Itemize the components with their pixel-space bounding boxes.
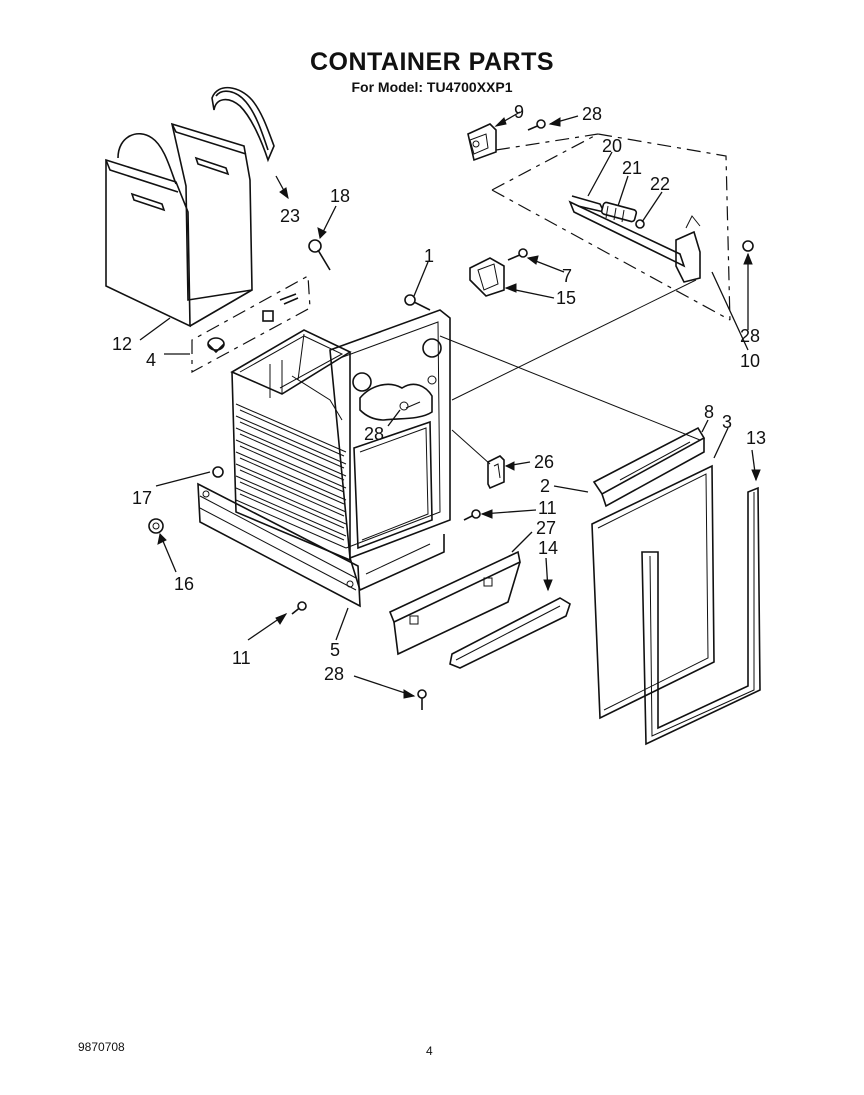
part-18-screw: [308, 239, 331, 271]
part-23-liner: [211, 86, 275, 163]
callout-14: 14: [538, 538, 558, 558]
part-5-rail: [197, 482, 361, 608]
part-16-screw: [148, 518, 164, 534]
callout-7: 7: [562, 266, 572, 286]
part-26-bracket: [487, 455, 505, 490]
page-title: CONTAINER PARTS: [309, 48, 555, 76]
callout-12: 12: [112, 334, 132, 354]
callout-5: 5: [330, 640, 340, 660]
diagram-code: 9870708: [78, 1040, 125, 1054]
callout-28-mid: 28: [364, 424, 384, 444]
callout-17: 17: [132, 488, 152, 508]
part-17-nut: [212, 466, 224, 478]
connector-line: [439, 335, 701, 441]
part-10-assembly-box: [491, 133, 731, 323]
callout-27: 27: [536, 518, 556, 538]
part-4-bracket-group: [191, 275, 311, 374]
part-7-screw: [507, 248, 528, 261]
callout-3: 3: [722, 412, 732, 432]
callout-28-top: 28: [582, 104, 602, 124]
callout-4: 4: [146, 350, 156, 370]
part-10-lever: [568, 200, 701, 283]
callout-8: 8: [704, 402, 714, 422]
part-13-frame: [641, 486, 761, 746]
part-28-screw-bottom: [417, 689, 427, 710]
callout-11-left: 11: [232, 648, 251, 668]
callout-11-right: 11: [538, 498, 557, 518]
callout-28-bottom: 28: [324, 664, 344, 684]
part-1-screw: [404, 294, 431, 311]
callout-15: 15: [556, 288, 576, 308]
callout-18: 18: [330, 186, 350, 206]
callout-28-right: 28: [740, 326, 760, 346]
part-3-door-panel: [591, 464, 715, 720]
callout-21: 21: [622, 158, 642, 178]
part-11-screw-right: [463, 509, 481, 521]
part-21-roller: [600, 201, 638, 223]
callout-16: 16: [174, 574, 194, 594]
part-11-screw-left: [291, 601, 307, 615]
callout-2: 2: [540, 476, 550, 496]
part-9-latch: [467, 123, 497, 162]
part-27-base-bracket: [388, 550, 521, 656]
part-20-spring: [571, 195, 606, 214]
container-body: [230, 309, 451, 592]
model-subtitle: For Model: TU4700XXP1: [351, 79, 513, 95]
part-28-screw-top: [527, 119, 546, 131]
callout-20: 20: [602, 136, 622, 156]
callout-22: 22: [650, 174, 670, 194]
callout-23: 23: [280, 206, 300, 226]
callout-10: 10: [740, 351, 760, 371]
callout-9: 9: [514, 102, 524, 122]
callout-1: 1: [424, 246, 434, 266]
part-8-trim: [592, 426, 706, 508]
callout-26: 26: [534, 452, 554, 472]
callout-13: 13: [746, 428, 766, 448]
page-number: 4: [426, 1044, 433, 1058]
part-12-bag: [105, 122, 253, 328]
part-15-bracket: [469, 257, 505, 297]
leader-lines: [139, 111, 761, 699]
part-28-screw-right: [742, 240, 754, 252]
part-14-handle: [449, 597, 571, 669]
